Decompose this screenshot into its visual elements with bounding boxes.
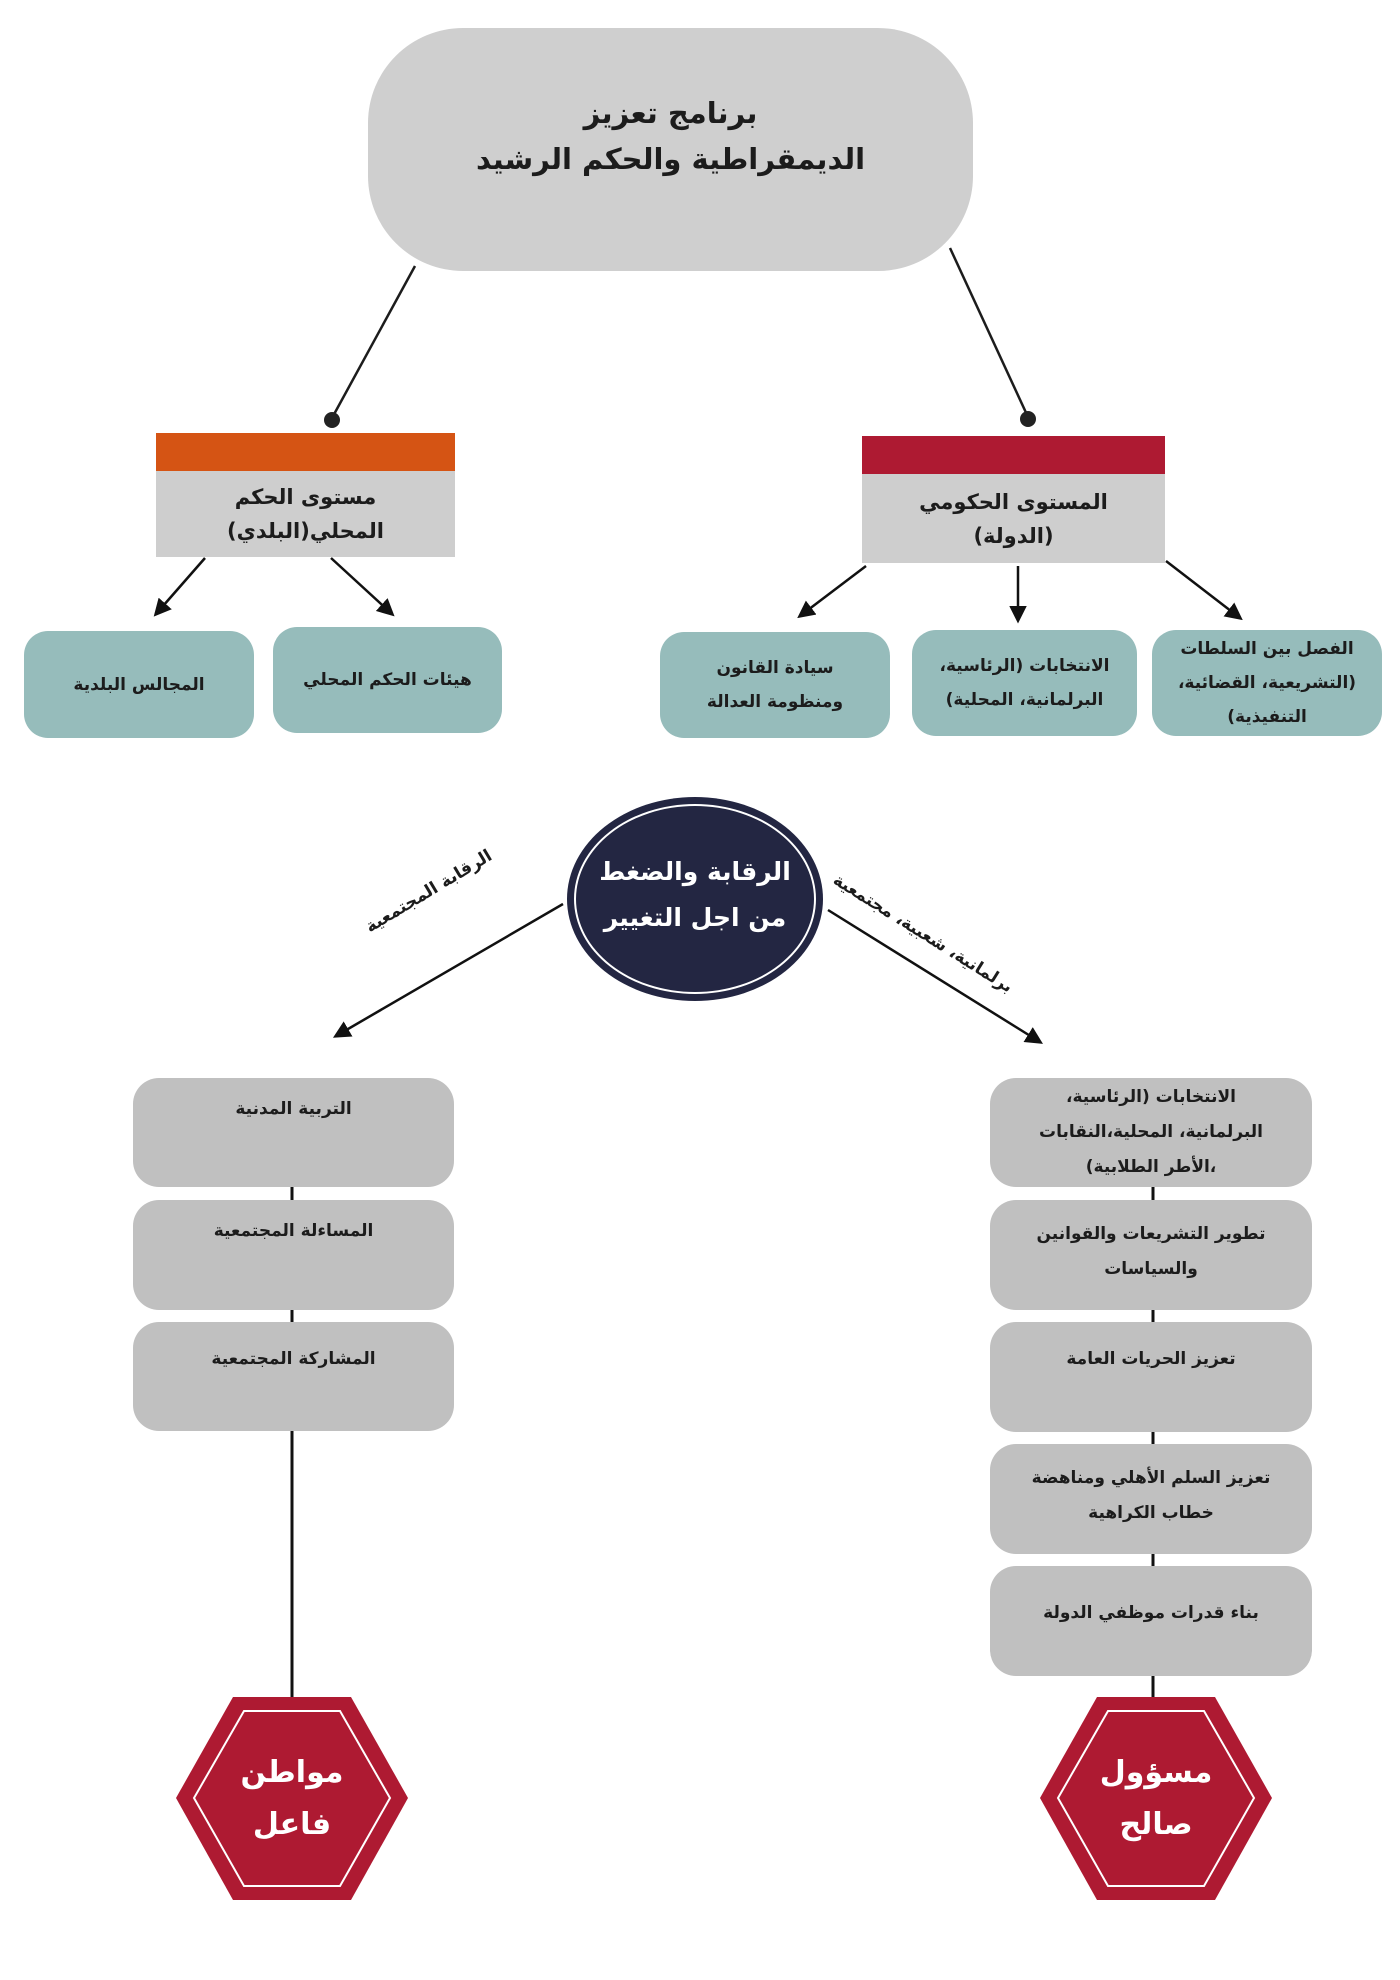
right-item-line: بناء قدرات موظفي الدولة — [1043, 1603, 1259, 1623]
right-item-line: ،الأطر الطلابية) — [1085, 1157, 1217, 1177]
right-item-line: تطوير التشريعات والقوانين — [1036, 1224, 1266, 1244]
connector-dot-state — [1020, 411, 1036, 427]
state-level-line2: (الدولة) — [973, 523, 1054, 548]
local-child-label: المجالس البلدية — [73, 674, 205, 695]
monitoring-node-ring — [574, 804, 816, 994]
state-child-line: الفصل بين السلطات — [1180, 639, 1354, 659]
arrow-local-to-councils — [153, 557, 206, 617]
local-child-municipal-councils: المجالس البلدية — [24, 631, 254, 738]
state-child-line: التنفيذية) — [1227, 707, 1307, 727]
outcome-line1: مسؤول — [1099, 1754, 1213, 1790]
hexagon-shape — [176, 1697, 408, 1900]
right-item-line: البرلمانية، المحلية،النقابات — [1038, 1122, 1264, 1142]
right-item-line: والسياسات — [1104, 1259, 1198, 1279]
state-child-line: ومنظومة العدالة — [706, 692, 844, 712]
state-child-line: سيادة القانون — [716, 658, 834, 678]
monitoring-line1: الرقابة والضغط — [599, 857, 791, 886]
right-item-capacity-building: بناء قدرات موظفي الدولة — [990, 1566, 1312, 1676]
root-title-line2: الديمقراطية والحكم الرشيد — [475, 142, 866, 176]
right-item-line: تعزيز الحريات العامة — [1066, 1349, 1236, 1369]
outcome-good-official: مسؤول صالح — [1040, 1697, 1272, 1900]
outcome-line1: مواطن — [240, 1754, 344, 1790]
state-level-line1: المستوى الحكومي — [919, 489, 1108, 514]
right-item-legislation: تطوير التشريعات والقوانين والسياسات — [990, 1200, 1312, 1310]
outcome-line2: فاعل — [252, 1806, 332, 1842]
connector-dot-local — [324, 412, 340, 428]
state-level-band — [862, 436, 1165, 474]
root-title-line1: برنامج تعزيز — [583, 96, 758, 130]
root-node: برنامج تعزيز الديمقراطية والحكم الرشيد — [368, 28, 973, 271]
state-child-line: الانتخابات (الرئاسية، — [939, 656, 1110, 676]
right-item-public-freedoms: تعزيز الحريات العامة — [990, 1322, 1312, 1432]
local-child-label: هيئات الحكم المحلي — [303, 670, 472, 690]
right-item-civil-peace: تعزيز السلم الأهلي ومناهضة خطاب الكراهية — [990, 1444, 1312, 1554]
outcome-line2: صالح — [1119, 1806, 1193, 1842]
state-child-separation-of-powers: الفصل بين السلطات (التشريعية، القضائية، … — [1152, 630, 1382, 736]
outcome-active-citizen: مواطن فاعل — [176, 1697, 408, 1900]
right-item-line: خطاب الكراهية — [1088, 1503, 1214, 1523]
local-level-band — [156, 433, 455, 471]
edge-label-parliamentary-popular-community: برلمانية، شعبية، مجتمعية — [829, 870, 1017, 998]
monitoring-node: الرقابة والضغط من اجل التغيير — [567, 797, 823, 1001]
local-child-local-bodies: هيئات الحكم المحلي — [273, 627, 502, 733]
state-child-elections: الانتخابات (الرئاسية، البرلمانية، المحلي… — [912, 630, 1137, 736]
local-level-line1: مستوى الحكم — [234, 485, 377, 509]
left-item-line: التربية المدنية — [235, 1099, 352, 1119]
left-item-civic-education: التربية المدنية — [133, 1078, 454, 1187]
right-item-elections: الانتخابات (الرئاسية، البرلمانية، المحلي… — [990, 1078, 1312, 1187]
edge-label-community-monitoring: الرقابة المجتمعية — [362, 845, 496, 938]
connector-root-state — [948, 247, 1030, 418]
monitoring-line2: من اجل التغيير — [603, 903, 787, 932]
right-item-line: تعزيز السلم الأهلي ومناهضة — [1031, 1468, 1271, 1488]
state-child-rule-of-law: سيادة القانون ومنظومة العدالة — [660, 632, 890, 738]
state-level-node: المستوى الحكومي (الدولة) — [862, 436, 1165, 563]
local-level-line2: المحلي(البلدي) — [227, 519, 384, 543]
arrow-state-to-law — [797, 565, 867, 619]
connector-root-local — [330, 265, 417, 419]
arrow-local-to-bodies — [330, 557, 395, 617]
left-item-line: المساءلة المجتمعية — [213, 1221, 374, 1241]
state-child-line: البرلمانية، المحلية) — [945, 690, 1104, 710]
right-item-line: الانتخابات (الرئاسية، — [1066, 1087, 1236, 1107]
state-child-line: (التشريعية، القضائية، — [1177, 673, 1357, 693]
hexagon-shape — [1040, 1697, 1272, 1900]
left-item-community-accountability: المساءلة المجتمعية — [133, 1200, 454, 1310]
local-level-node: مستوى الحكم المحلي(البلدي) — [156, 433, 455, 557]
left-item-line: المشاركة المجتمعية — [211, 1349, 376, 1369]
arrow-state-to-separation — [1165, 560, 1243, 621]
left-item-community-participation: المشاركة المجتمعية — [133, 1322, 454, 1431]
